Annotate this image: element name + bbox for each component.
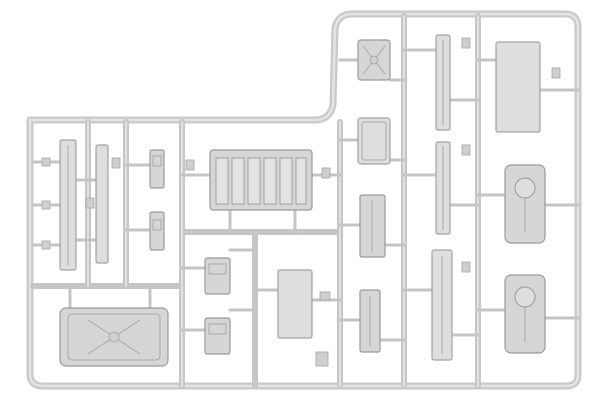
tall-strip-middle (435, 141, 451, 235)
round-fitting-lower (504, 274, 546, 354)
small-bracket-upper (149, 149, 165, 189)
bracket-part-low (359, 289, 381, 353)
sprue-frame (26, 10, 582, 390)
small-bracket-lower (149, 211, 165, 251)
center-plate-part (277, 269, 331, 339)
flat-plate-part (495, 41, 541, 133)
tall-strip-upper (435, 34, 451, 131)
sprue-gates (31, 48, 580, 342)
large-hatch-part (59, 307, 169, 367)
tall-strip-lower (431, 249, 453, 361)
top-latch-part (357, 39, 391, 81)
long-rail-part-mid (85, 144, 109, 264)
box-part (357, 117, 391, 165)
round-fitting-upper (504, 164, 546, 244)
bracket-part-mid (359, 194, 386, 258)
small-tab-parts (41, 37, 561, 367)
long-rail-part-left (59, 139, 77, 271)
clamp-parts-pair (204, 257, 231, 355)
slatted-panel-part (209, 149, 313, 211)
